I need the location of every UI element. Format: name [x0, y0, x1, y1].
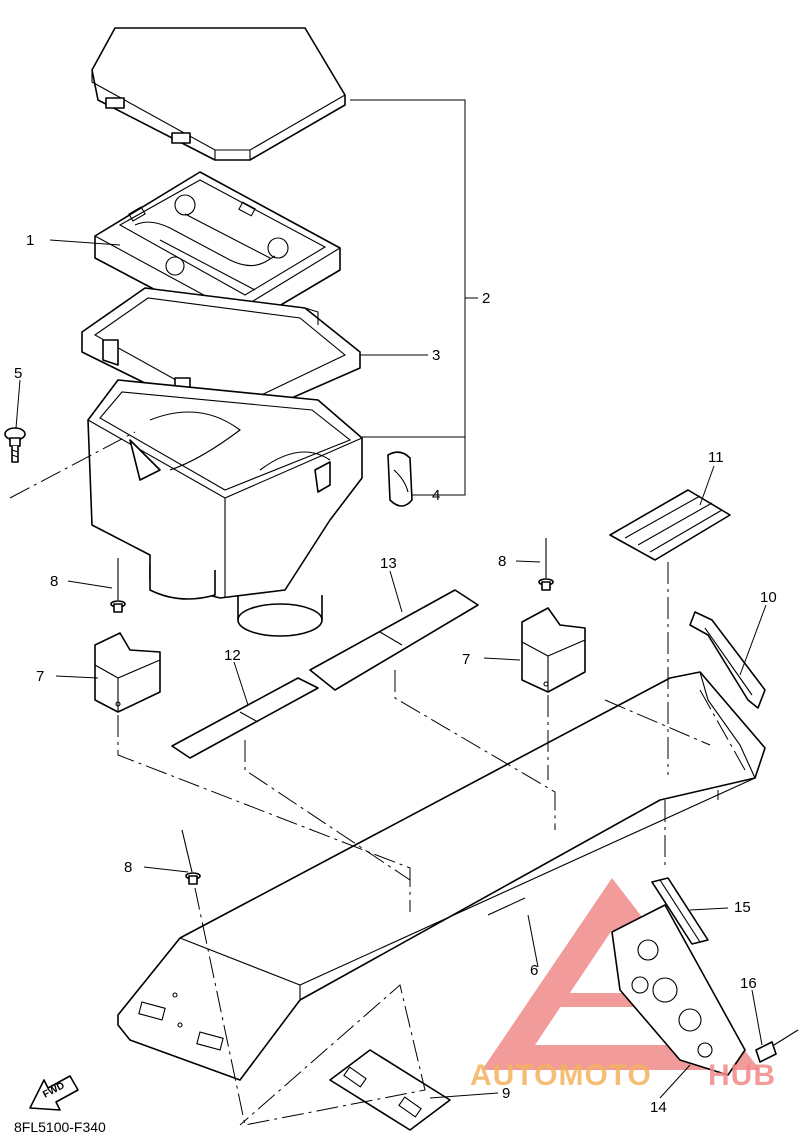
strip-13 — [309, 589, 479, 691]
bracket-left — [94, 632, 161, 713]
rivet-c — [181, 829, 201, 885]
callout-8-bottom: 8 — [124, 859, 132, 876]
bolt — [755, 1029, 799, 1063]
screw — [4, 427, 26, 463]
callout-7-left: 7 — [36, 668, 44, 685]
bracket-right — [521, 607, 586, 693]
callout-11: 11 — [708, 449, 724, 466]
callout-5: 5 — [14, 365, 22, 382]
diagram-code: 8FL5100-F340 — [14, 1119, 106, 1135]
wire-band — [689, 611, 766, 709]
callout-labels: 1 2 3 4 5 6 7 7 8 8 8 9 10 11 12 13 14 1… — [14, 232, 777, 1116]
callout-2: 2 — [482, 290, 490, 307]
callout-9: 9 — [502, 1085, 510, 1102]
leader-lines — [15, 99, 767, 1099]
callout-14: 14 — [650, 1099, 667, 1116]
cover-lid — [91, 27, 346, 161]
rubber-block — [651, 877, 709, 945]
callout-6: 6 — [530, 962, 538, 979]
base-plate — [117, 671, 766, 1081]
rivet-b — [538, 538, 554, 591]
callout-13: 13 — [380, 555, 397, 572]
rivet-a — [110, 558, 126, 613]
small-plate — [329, 1049, 451, 1131]
callout-8-left: 8 — [50, 573, 58, 590]
callout-15: 15 — [734, 899, 751, 916]
callout-10: 10 — [760, 589, 777, 606]
clip — [387, 451, 413, 507]
gasket-plate — [611, 904, 746, 1076]
callout-4: 4 — [432, 487, 440, 504]
watermark-text-part2: HUB — [708, 1059, 776, 1092]
callout-3: 3 — [432, 347, 440, 364]
watermark-text-part1: AUTOMOTO — [470, 1059, 652, 1092]
fwd-arrow: FWD — [29, 1075, 79, 1111]
callout-8-right: 8 — [498, 553, 506, 570]
assembly-lines — [117, 562, 746, 1126]
watermark-text: AUTOMOTO HUB — [470, 1059, 776, 1092]
strip-12 — [171, 677, 319, 759]
callout-16: 16 — [740, 975, 757, 992]
pad — [609, 489, 731, 561]
callout-1: 1 — [26, 232, 34, 249]
storage-case — [87, 379, 363, 637]
callout-7-right: 7 — [462, 651, 470, 668]
callout-12: 12 — [224, 647, 241, 664]
